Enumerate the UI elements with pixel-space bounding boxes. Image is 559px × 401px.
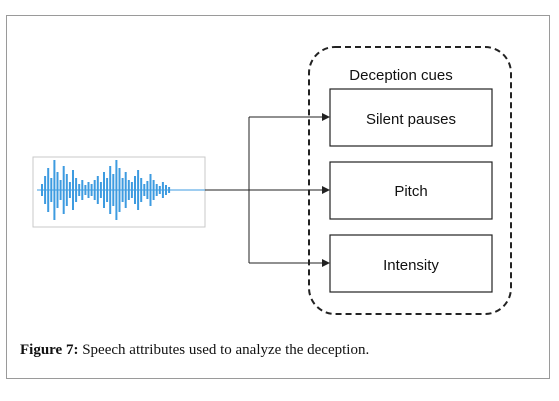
group-title: Deception cues	[349, 67, 452, 84]
caption-label: Figure 7:	[20, 342, 79, 358]
caption-text: Speech attributes used to analyze the de…	[78, 342, 370, 358]
deception-cues-group	[308, 46, 512, 315]
figure-frame	[6, 15, 550, 379]
figure-caption: Figure 7: Speech attributes used to anal…	[20, 342, 369, 359]
cue-box-pitch	[329, 161, 493, 220]
audio-waveform-icon	[37, 160, 205, 220]
cue-label-intensity: Intensity	[383, 257, 439, 274]
cue-label-pitch: Pitch	[394, 183, 427, 200]
cue-box-intensity	[329, 234, 493, 293]
cue-label-silent-pauses: Silent pauses	[366, 111, 456, 128]
cue-box-silent-pauses	[329, 88, 493, 147]
